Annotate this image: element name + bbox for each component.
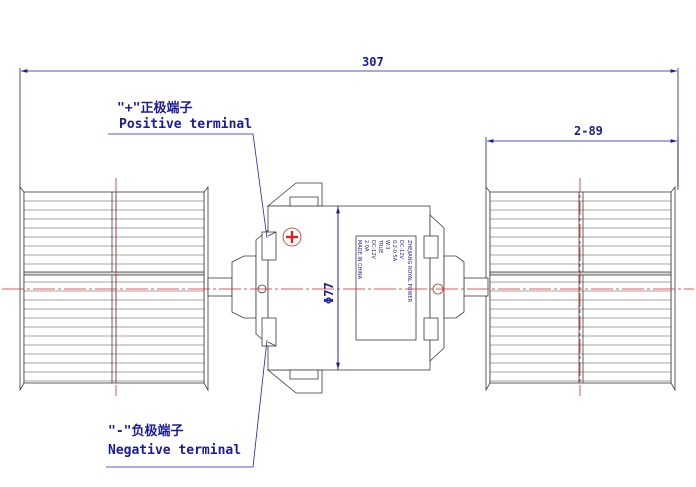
center-lines: [2, 178, 694, 396]
impeller-width-label: 2-89: [574, 124, 603, 138]
overall-length-label: 307: [362, 55, 384, 69]
negative-terminal-label: Negative terminal: [108, 443, 242, 458]
nameplate-line: DC-12V: [398, 240, 404, 259]
motor-nameplate: ZHEJIANG ROYAL POWER DC-12V 0.2-0.5A W:3…: [356, 236, 416, 340]
nameplate-line: W:3: [384, 240, 390, 250]
plus-icon: [286, 231, 298, 243]
motor-body: [337, 205, 431, 371]
motor-diameter-label: Φ77: [322, 282, 336, 304]
nameplate-line: TRUE: [377, 240, 383, 254]
positive-terminal-label: Positive terminal: [119, 117, 253, 132]
motor-front-housing: [261, 182, 339, 394]
nameplate-line: 2.0A: [363, 240, 369, 252]
terminal-leaders: [106, 133, 268, 468]
motor-shaft: [207, 277, 489, 297]
right-impeller-blades: [490, 200, 671, 382]
nameplate-line: MADE IN CHINA: [356, 240, 362, 280]
left-impeller-blades: [24, 200, 204, 382]
nameplate-line: ZHEJIANG ROYAL POWER: [406, 240, 412, 303]
negative-terminal-label-cn: "-"负极端子: [108, 424, 184, 439]
nameplate-line: DC-12V: [370, 240, 376, 259]
nameplate-line: 0.2-0.5A: [391, 240, 397, 262]
impeller-dimension: [485, 137, 679, 187]
positive-terminal-label-cn: "+"正极端子: [117, 101, 193, 116]
motor-rear-end: [423, 214, 465, 362]
left-impeller: [19, 185, 209, 392]
right-impeller: [485, 185, 676, 392]
